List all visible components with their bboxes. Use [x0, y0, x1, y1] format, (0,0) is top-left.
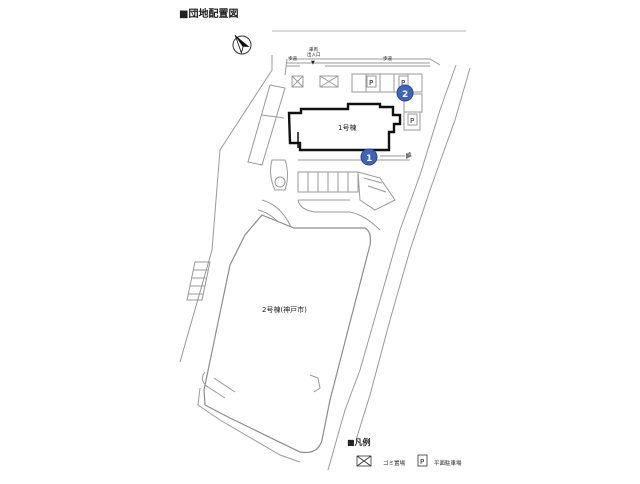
parking-left — [186, 261, 211, 301]
page-title: ■団地配置図 — [179, 7, 238, 20]
parking-label-top: P — [369, 79, 373, 87]
location-marker-2[interactable]: 2 — [396, 84, 414, 102]
walkway-label-right: 歩道 — [383, 55, 392, 62]
walkway-under-b1 — [297, 153, 412, 231]
vehicle-entrance-line2: 出入口 — [307, 51, 321, 58]
vehicle-entrance-line1: 車両 — [309, 46, 318, 53]
parking-label-side: P — [410, 117, 414, 125]
walkway-label-left: 歩道 — [288, 55, 297, 62]
building-2-paths — [197, 371, 321, 463]
left-annex — [247, 84, 286, 166]
location-marker-1-label: 1 — [366, 154, 372, 164]
legend-label-parking: 平面駐車場 — [434, 459, 462, 467]
vehicle-entrance-label: 車両 出入口 — [307, 46, 321, 58]
location-marker-2-label: 2 — [402, 90, 408, 100]
walkway-label-small: 歩 — [407, 151, 412, 158]
garbage-area-icon — [356, 455, 372, 467]
parking-label-top-2: P — [401, 79, 405, 87]
parking-row-mid — [297, 171, 396, 211]
building-1-label: 1号棟 — [338, 123, 356, 132]
building-2-label: 2号棟(神戸市) — [262, 305, 307, 314]
top-walkways — [286, 62, 430, 67]
north-arrow-icon — [232, 34, 252, 55]
entrance-arrow-icon: ▼ — [311, 60, 315, 66]
building-2 — [203, 214, 372, 454]
garbage-area-top — [291, 75, 339, 88]
legend-parking-symbol: P — [420, 458, 424, 466]
legend-label-garbage: ゴミ置場 — [383, 459, 406, 467]
legend: ■凡例 ゴミ置場 P 平面駐車場 — [347, 437, 462, 467]
site-boundary — [179, 55, 471, 471]
legend-title: ■凡例 — [347, 437, 371, 447]
parking-icon: P — [417, 454, 428, 467]
location-marker-1[interactable]: 1 — [360, 148, 378, 166]
parking-row-top: P P P — [351, 73, 423, 131]
building-1 — [287, 102, 402, 152]
